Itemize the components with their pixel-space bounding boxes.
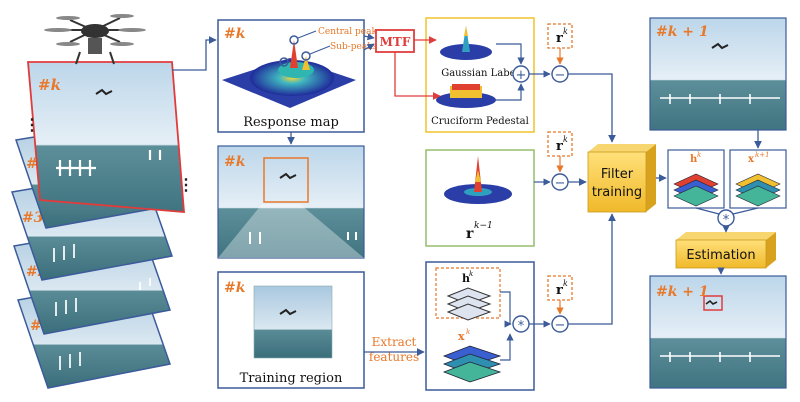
svg-text:h: h: [690, 154, 698, 165]
frame-current-label: #k: [38, 76, 61, 94]
svg-text:−: −: [555, 176, 566, 191]
svg-text:+: +: [516, 68, 527, 83]
cruciform-label-text: Cruciform Pedestal: [431, 116, 529, 127]
svg-text:k: k: [563, 279, 568, 288]
training-caption: Training region: [240, 371, 343, 386]
svg-text:k: k: [469, 270, 473, 278]
svg-text:−: −: [555, 68, 566, 83]
extract-line2: features: [369, 350, 419, 364]
crop-frame-panel: #k: [217, 145, 365, 259]
svg-text:h: h: [462, 272, 470, 285]
svg-text:*: *: [518, 319, 525, 334]
filter-training-block: Filter training: [587, 144, 656, 213]
sub-peaks-label: Sub-peaks: [330, 42, 378, 52]
svg-text:r: r: [556, 283, 563, 298]
frame-current: #k: [27, 61, 185, 213]
next-frame-bottom-panel: #k + 1: [649, 275, 787, 389]
crop-frame-label: #k: [224, 154, 246, 170]
connectors: [172, 33, 762, 361]
svg-text:k+1: k+1: [755, 151, 770, 159]
training-region-panel: #k Training region: [217, 271, 365, 389]
estimation-block: Estimation: [675, 232, 776, 269]
minus-operator-middle: −: [551, 173, 569, 191]
response-map-panel: #k Central peak Sub-peaks Response map: [217, 19, 378, 133]
r-k-minus-1-panel: r k−1: [425, 149, 535, 247]
response-caption: Response map: [243, 115, 339, 130]
svg-text:k−1: k−1: [474, 221, 493, 231]
training-frame-label: #k: [224, 280, 246, 296]
r-k-middle: r k: [547, 131, 573, 157]
filter-training-line2: training: [592, 185, 642, 200]
frame-3-label: #3: [22, 210, 44, 226]
mtf-block: MTF: [375, 29, 415, 53]
extract-line1: Extract: [372, 335, 417, 349]
star-operator-right: *: [717, 209, 735, 228]
r-k-top: r k: [547, 23, 573, 49]
plus-operator: +: [512, 65, 530, 83]
svg-text:*: *: [723, 213, 730, 228]
response-frame-label: #k: [224, 26, 246, 42]
stack-ellipsis-left: ⋮: [24, 115, 40, 134]
stack-ellipsis-right: ⋮: [178, 175, 194, 194]
central-peak-label: Central peak: [318, 27, 377, 37]
drone-icon: [44, 14, 146, 65]
svg-text:−: −: [555, 318, 566, 333]
r-k-bottom: r k: [547, 275, 573, 301]
svg-text:r: r: [466, 226, 474, 242]
filter-training-line1: Filter: [601, 167, 634, 182]
next-frame-top-label: #k + 1: [656, 24, 709, 40]
svg-text:k: k: [466, 328, 470, 336]
svg-text:r: r: [556, 139, 563, 154]
gaussian-label-text: Gaussian Label: [441, 68, 519, 79]
svg-text:x: x: [458, 330, 465, 343]
hx-panel: h k x k+1: [667, 149, 787, 209]
svg-text:k: k: [697, 151, 701, 159]
frame-stack: #1 #2 #3 #4: [11, 61, 194, 389]
mtf-label: MTF: [380, 35, 411, 49]
svg-text:k: k: [563, 135, 568, 144]
svg-text:r: r: [556, 31, 563, 46]
svg-text:k: k: [563, 27, 568, 36]
next-frame-bottom-label: #k + 1: [656, 284, 709, 300]
svg-text:x: x: [748, 154, 755, 165]
estimation-label: Estimation: [686, 248, 755, 263]
next-frame-top-panel: #k + 1: [649, 17, 787, 131]
minus-operator-bottom: −: [551, 315, 569, 333]
minus-operator-top: −: [551, 65, 569, 83]
